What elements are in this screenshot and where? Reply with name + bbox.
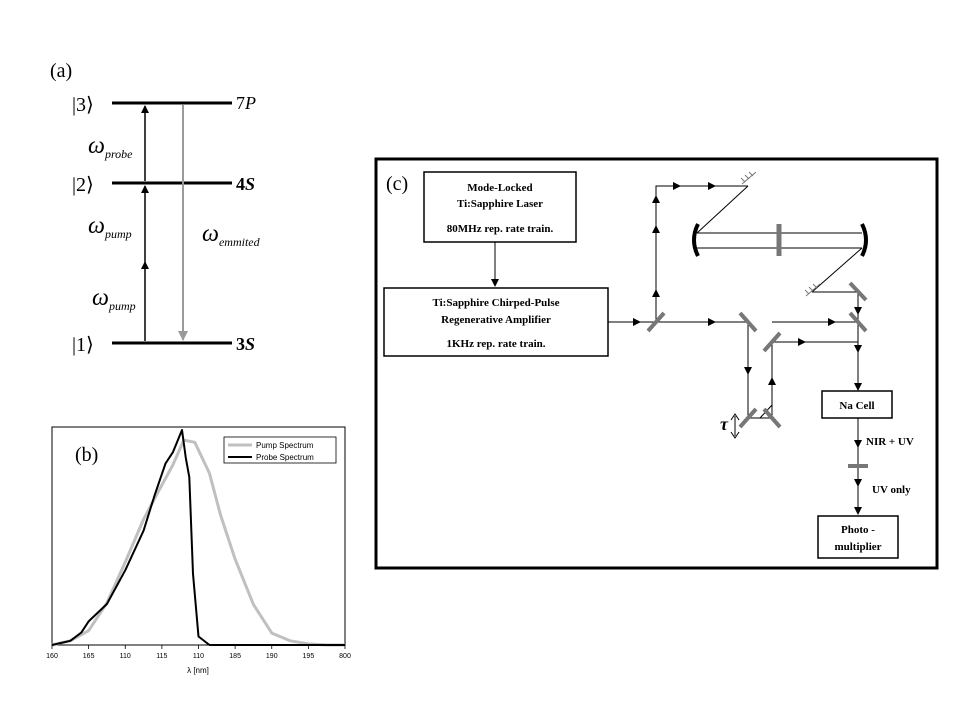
chart-ticks-group: 160 165 110 115 110 185 190 195 800: [46, 645, 351, 660]
level-4s-label: 4S: [236, 174, 255, 194]
na-cell-box: [821, 390, 893, 419]
level-7p-label: 7P: [236, 93, 256, 113]
mirror-delay-bottom-right: [762, 407, 782, 429]
x-tick-label: 195: [303, 653, 315, 660]
ket-2: |2⟩: [72, 174, 94, 196]
mirror-delay-out: [762, 331, 782, 353]
delay-tau-label: τ: [720, 414, 729, 434]
chart-x-axis-label: λ [nm]: [187, 666, 209, 675]
panel-c-label: (c): [386, 173, 408, 195]
photomultiplier-line1: Photo -: [841, 524, 875, 536]
legend-label-pump: Pump Spectrum: [256, 441, 314, 450]
omega-probe-label: ωprobe: [88, 133, 133, 161]
amplifier-box: [383, 287, 609, 357]
panel-a-energy-diagram: (a) |3⟩ |2⟩ |1⟩ 7P 4S 3S ωprobe ωpump ωp…: [50, 60, 261, 356]
amplifier-line1: Ti:Sapphire Chirped-Pulse: [432, 297, 559, 309]
panel-c-setup-diagram: (c) Mode-Locked Ti:Sapphire Laser 80MHz …: [374, 157, 939, 570]
laser-line1: Mode-Locked: [467, 182, 532, 194]
laser-line2: Ti:Sapphire Laser: [457, 198, 543, 210]
photomultiplier-line2: multiplier: [834, 541, 881, 553]
beam-splitter-1: [646, 311, 666, 333]
mirror-combiner: [848, 311, 868, 333]
mirror-delay-bottom-left: [738, 407, 758, 429]
amplifier-line3: 1KHz rep. rate train.: [446, 338, 545, 350]
gratings: [740, 171, 821, 297]
x-tick-label: 110: [120, 653, 131, 660]
mirror-delay-in: [738, 311, 758, 333]
delay-arrow-up: [730, 413, 740, 421]
photomultiplier-box: [817, 515, 899, 559]
stretcher-mirror-right: [860, 223, 868, 257]
stretcher-mirror-left: [692, 223, 700, 257]
laser-line3: 80MHz rep. rate train.: [447, 223, 554, 235]
level-3s-label: 3S: [236, 334, 255, 354]
x-tick-label: 110: [193, 653, 204, 660]
delay-arrow-down: [730, 431, 740, 439]
legend-label-probe: Probe Spectrum: [256, 453, 314, 462]
chart-legend: Pump Spectrum Probe Spectrum: [223, 436, 337, 464]
na-cell-label: Na Cell: [839, 400, 874, 412]
chart-series-group: [51, 429, 345, 647]
legend-box: [223, 436, 337, 464]
omega-pump-upper-label: ωpump: [88, 213, 132, 241]
x-tick-label: 160: [46, 653, 58, 660]
panel-b-spectrum-chart: (b) 160 165 110 115 110 185 190 195 800 λ [nm] P…: [46, 426, 351, 675]
x-tick-label: 800: [339, 653, 351, 660]
x-tick-label: 185: [229, 653, 241, 660]
panel-a-label: (a): [50, 60, 72, 82]
x-tick-label: 165: [83, 653, 95, 660]
amplifier-line2: Regenerative Amplifier: [441, 314, 551, 326]
ket-3: |3⟩: [72, 94, 94, 116]
omega-emitted-label: ωemmited: [202, 221, 261, 249]
x-tick-label: 190: [266, 653, 278, 660]
mirror-stretcher-out: [848, 281, 868, 302]
panel-b-label: (b): [75, 444, 98, 466]
omega-pump-lower-label: ωpump: [92, 285, 136, 313]
uv-only-label: UV only: [872, 484, 911, 496]
x-tick-label: 115: [156, 653, 167, 660]
mirrors: [646, 224, 868, 468]
laser-box: [423, 171, 577, 243]
ket-1: |1⟩: [72, 334, 94, 356]
nir-uv-label: NIR + UV: [866, 436, 914, 448]
series-line-probe: [51, 429, 345, 646]
